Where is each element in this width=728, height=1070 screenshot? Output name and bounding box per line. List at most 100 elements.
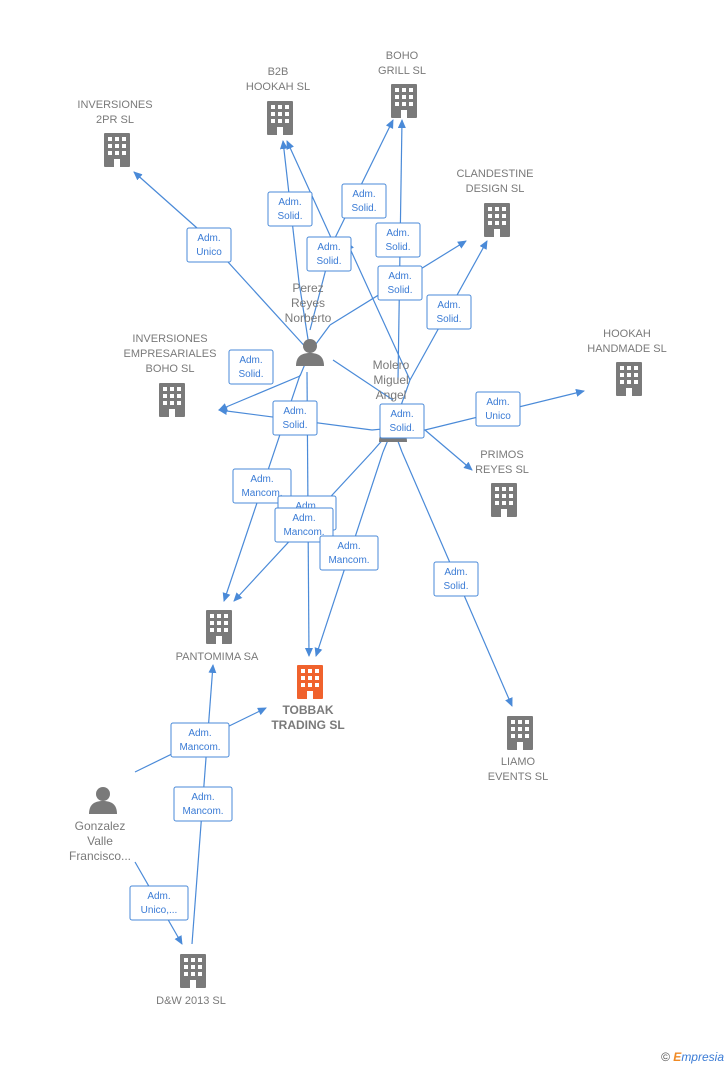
node-dw2013[interactable]: D&W 2013 SL <box>156 954 226 1007</box>
node-b2b[interactable]: B2B HOOKAH SL <box>246 66 310 135</box>
relation-box <box>341 183 387 219</box>
node-label-line: B2B <box>268 66 289 78</box>
node-label-line: Francisco... <box>69 849 131 863</box>
relation-label-r7[interactable]: Adm. Solid. <box>426 294 472 330</box>
node-label-line: BOHO <box>386 50 419 62</box>
relation-text: Adm. <box>352 189 375 200</box>
relation-box <box>319 535 379 571</box>
relation-box <box>379 403 425 439</box>
relation-label-r3[interactable]: Adm.Solid. <box>341 183 387 219</box>
relation-box <box>170 722 230 758</box>
building-icon <box>104 133 130 167</box>
relation-text: Adm. <box>250 474 273 485</box>
node-label-line: INVERSIONES <box>132 333 207 345</box>
relation-text: Adm. <box>292 513 315 524</box>
relation-text: Adm. <box>437 300 460 311</box>
relation-label-r15[interactable]: Adm.Mancom. <box>319 535 379 571</box>
node-pantomima[interactable]: PANTOMIMA SA <box>176 610 259 663</box>
node-label-line: Valle <box>87 834 113 848</box>
relation-text: Mancom. <box>179 742 220 753</box>
relation-label-r9[interactable]: Adm.Solid. <box>272 400 318 436</box>
relation-label-r4[interactable]: Adm.Solid. <box>306 236 352 272</box>
edge-1 <box>133 171 198 229</box>
relation-text: Solid. <box>443 581 468 592</box>
edge-4 <box>332 119 394 243</box>
node-label-line: BOHO SL <box>146 363 195 375</box>
relation-text: Adm. <box>188 728 211 739</box>
relation-text: Solid. <box>387 285 412 296</box>
relation-text: Unico <box>196 247 222 258</box>
relation-label-r19[interactable]: Adm.Unico,... <box>129 885 189 921</box>
relation-text: Mancom. <box>283 527 324 538</box>
node-label-line: LIAMO <box>501 756 536 768</box>
node-label-line: PRIMOS <box>480 449 523 461</box>
relation-text: Adm. <box>386 228 409 239</box>
node-gonzalez[interactable]: GonzalezValleFrancisco... <box>69 787 131 863</box>
relation-box <box>232 468 292 504</box>
relation-box <box>475 391 521 427</box>
node-inv-empresariales[interactable]: INVERSIONES EMPRESARIALES BOHO SL <box>124 333 217 417</box>
relation-label-r12[interactable]: Adm.Mancom. <box>232 468 292 504</box>
node-label-line: TOBBAK <box>282 703 333 717</box>
relation-label-r2[interactable]: Adm. Solid. <box>267 191 313 227</box>
relation-text: Mancom. <box>328 555 369 566</box>
building-icon <box>159 383 185 417</box>
relation-text: Adm. <box>295 501 318 512</box>
relation-label-r1[interactable]: Adm. Unico <box>186 227 232 263</box>
relation-label-r5[interactable]: Adm. Solid. <box>375 222 421 258</box>
node-label-line: HANDMADE SL <box>587 343 666 355</box>
node-label-line: EMPRESARIALES <box>124 348 217 360</box>
relation-box <box>186 227 232 263</box>
building-icon <box>206 610 232 644</box>
node-hookah-handmade[interactable]: HOOKAH HANDMADE SL <box>587 328 667 396</box>
relation-text: Adm. <box>239 355 262 366</box>
relation-label-r16[interactable]: Adm.Solid. <box>433 561 479 597</box>
person-icon <box>89 787 117 814</box>
node-label-line: PANTOMIMA SA <box>176 651 259 663</box>
building-icon <box>297 665 323 699</box>
node-label-line: HOOKAH SL <box>246 81 310 93</box>
node-label-line: INVERSIONES <box>77 99 152 111</box>
relation-label-r8[interactable]: Adm.Solid. <box>228 349 274 385</box>
relation-text: Adm. <box>390 409 413 420</box>
relation-label-r10[interactable]: Adm. Unico <box>475 391 521 427</box>
node-label-line: Perez <box>292 281 323 295</box>
brand-logo-rest: mpresia <box>681 1050 724 1064</box>
relation-label-r17[interactable]: Adm. Mancom. <box>170 722 230 758</box>
relation-text: Adm. <box>197 233 220 244</box>
relation-text: Adm. <box>278 197 301 208</box>
relation-box <box>306 236 352 272</box>
node-label-line: Reyes <box>291 296 325 310</box>
relation-text: Solid. <box>282 420 307 431</box>
relation-box <box>173 786 233 822</box>
relation-text: Unico <box>485 411 511 422</box>
relation-box <box>377 265 423 301</box>
relation-text: Adm. <box>317 242 340 253</box>
relation-labels: Adm.UnicoAdm.Solid.Adm.Solid.Adm.Solid.A… <box>129 183 521 921</box>
building-icon <box>507 716 533 750</box>
relation-label-r14[interactable]: Adm. Mancom. <box>274 507 334 543</box>
relation-label-r11[interactable]: Adm.Solid. <box>379 403 425 439</box>
relation-text: Adm. <box>486 397 509 408</box>
copyright-icon: © <box>661 1050 670 1064</box>
node-label-line: HOOKAH <box>603 328 651 340</box>
relation-text: Solid. <box>385 242 410 253</box>
node-liamo[interactable]: LIAMO EVENTS SL <box>488 716 549 783</box>
relation-label-r6[interactable]: Adm.Solid. <box>377 265 423 301</box>
relation-box <box>267 191 313 227</box>
relation-box <box>129 885 189 921</box>
relation-text: Solid. <box>277 211 302 222</box>
relation-text: Solid. <box>436 314 461 325</box>
node-label-line: EVENTS SL <box>488 771 549 783</box>
relation-box <box>426 294 472 330</box>
relation-label-r18[interactable]: Adm.Mancom. <box>173 786 233 822</box>
building-icon <box>267 101 293 135</box>
node-label-line: DESIGN SL <box>466 183 525 195</box>
